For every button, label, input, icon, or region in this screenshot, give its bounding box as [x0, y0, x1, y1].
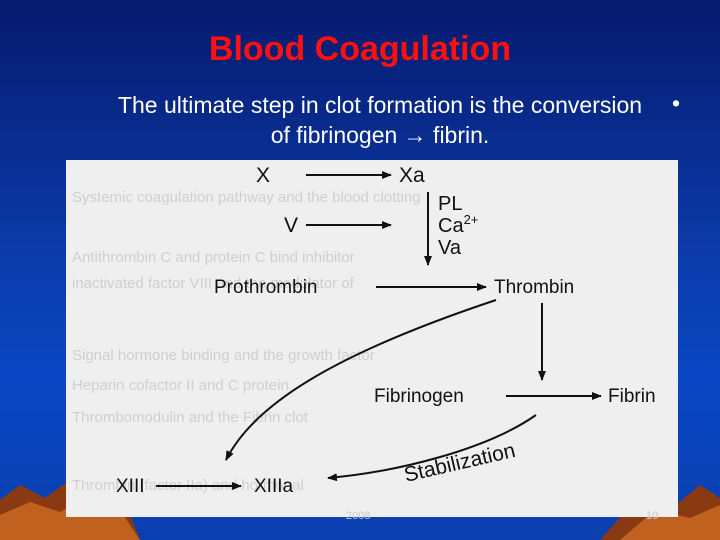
svg-text:Systemic coagulation pathway a: Systemic coagulation pathway and the blo…	[72, 189, 421, 206]
label-fibrin: Fibrin	[608, 386, 656, 407]
label-v: V	[284, 214, 298, 237]
coagulation-diagram: Systemic coagulation pathway and the blo…	[66, 160, 678, 517]
label-ca-text: Ca	[438, 215, 464, 237]
svg-text:inactivated factor VIII and th: inactivated factor VIII and the modulato…	[72, 275, 355, 292]
slide-title: Blood Coagulation	[208, 30, 512, 68]
label-prothrombin: Prothrombin	[214, 277, 318, 298]
arrow-thrombin-curve	[225, 299, 497, 461]
bullet-text: The ultimate step in clot formation is t…	[117, 92, 643, 148]
label-x: X	[256, 164, 270, 187]
footer-date: 2008	[346, 510, 371, 522]
scan-bleed-through: Systemic coagulation pathway and the blo…	[72, 189, 421, 494]
svg-text:Thrombomodulin and the Fibrin: Thrombomodulin and the Fibrin clot	[72, 409, 309, 426]
label-fibrinogen: Fibrinogen	[374, 386, 464, 407]
label-pl: PL	[438, 193, 462, 215]
label-va: Va	[438, 237, 462, 259]
label-stabilization: Stabilization	[402, 439, 518, 487]
svg-text:Antithrombin C and protein C b: Antithrombin C and protein C bind inhibi…	[72, 249, 355, 266]
label-xiiia: XIIIa	[254, 476, 294, 497]
label-xa: Xa	[399, 164, 425, 187]
svg-text:Signal hormone binding and the: Signal hormone binding and the growth fa…	[72, 347, 375, 364]
label-xiii: XIII	[116, 476, 145, 497]
label-thrombin: Thrombin	[494, 277, 574, 298]
label-ca-superscript: 2+	[464, 212, 479, 227]
svg-text:Heparin cofactor II and C prot: Heparin cofactor II and C protein	[72, 377, 289, 394]
bullet-marker: •	[672, 90, 681, 116]
label-ca: Ca2+	[438, 212, 478, 237]
page-number: 10	[646, 510, 659, 522]
arrow-stabilization-curve	[327, 414, 537, 482]
